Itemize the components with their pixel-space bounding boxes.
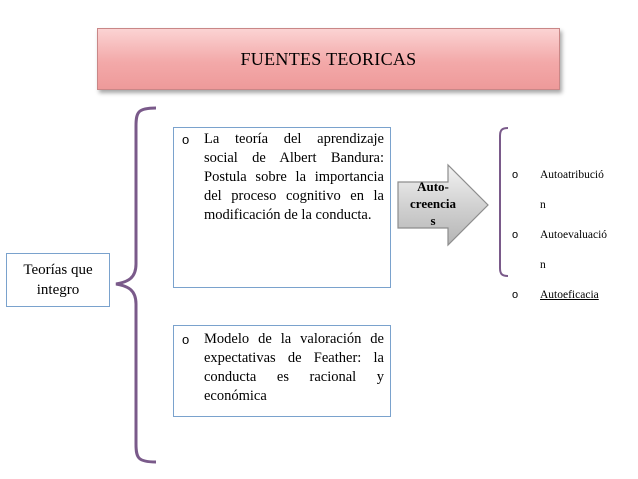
left-box-text: Teorías que integro [23,260,92,300]
left-box-teorias: Teorías que integro [6,253,110,307]
item-line1: Autoevaluació [540,229,608,241]
arrow-shape-icon [397,163,489,247]
title-box: FUENTES TEORICAS [97,28,560,90]
auto-creencias-list: o Autoatribució n o Autoevaluació n o Au… [512,160,632,310]
item-line2: n [540,259,546,271]
arrow-label: Auto- creencia s [402,178,464,229]
bullet-icon: o [512,169,519,181]
list-item-autoevaluacion: o Autoevaluació n [512,220,632,280]
bullet-icon: o [182,132,190,147]
arrow-label-line1: Auto- [417,179,449,194]
left-box-line1: Teorías que [23,262,93,278]
diagram-title: FUENTES TEORICAS [240,48,417,69]
theory-box-feather: o Modelo de la valoración de expectativa… [173,325,391,417]
auto-creencias-arrow: Auto- creencia s [396,163,493,247]
theory-box-bandura: o La teoría del aprendizaje social de Al… [173,127,391,288]
list-item-autoeficacia: o Autoeficacia [512,280,632,310]
item-line2: n [540,199,546,211]
bullet-icon: o [512,229,519,241]
list-item: o Modelo de la valoración de expectativa… [178,330,384,406]
arrow-label-line3: s [430,213,436,228]
left-box-line2: integro [36,282,80,298]
theory-text: La teoría del aprendizaje social de Albe… [204,131,384,223]
list-item: o La teoría del aprendizaje social de Al… [178,130,384,225]
list-item-autoatribucion: o Autoatribució n [512,160,632,220]
item-line1: Autoeficacia [540,289,599,301]
right-bracket [499,127,509,277]
bullet-icon: o [182,332,190,347]
item-line1: Autoatribució [540,169,604,181]
left-brace [115,106,157,464]
arrow-label-line2: creencia [410,196,456,211]
bullet-icon: o [512,289,519,301]
theory-text: Modelo de la valoración de expectativas … [204,331,384,404]
